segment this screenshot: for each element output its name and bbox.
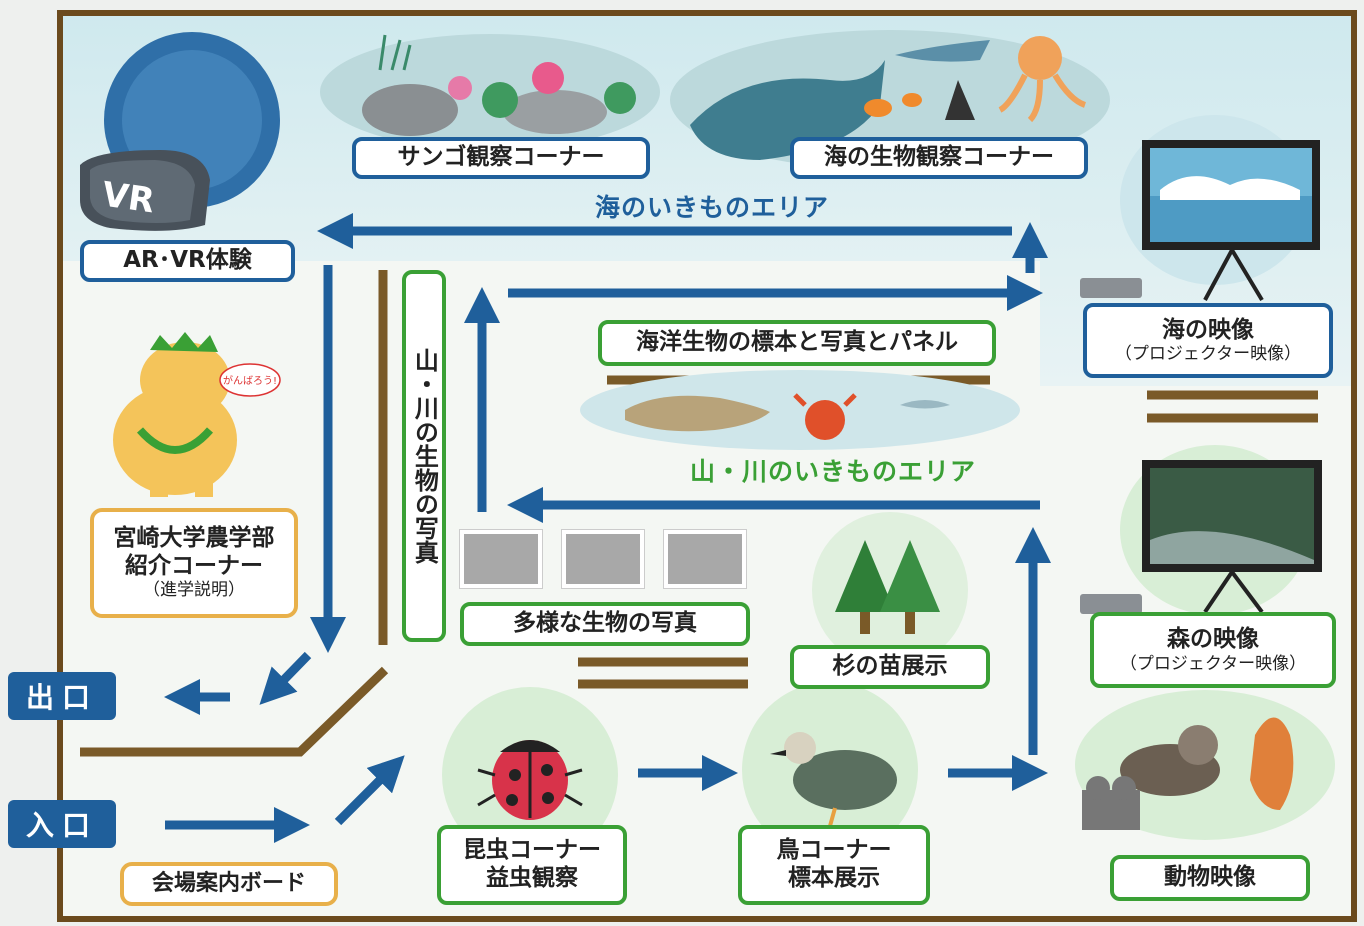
- cedar-illustration: [812, 512, 968, 668]
- octopus: [1018, 36, 1062, 80]
- forest-video-label: 森の映像 （プロジェクター映像）: [1090, 612, 1336, 688]
- mascot-illustration: がんばろう!: [113, 332, 281, 497]
- entrance-tag: 入口: [8, 800, 116, 848]
- ar-vr-label: AR･VR体験: [80, 240, 295, 282]
- specimen-illustration: [580, 370, 1020, 450]
- mountain-photos-label: 山・川の生物の写真: [402, 270, 446, 642]
- ladybug-illustration: [442, 687, 618, 863]
- mountain-river-area-title: 山・川のいきものエリア: [690, 457, 977, 486]
- photo-frame: [562, 530, 644, 588]
- university-label: 宮崎大学農学部 紹介コーナー （進学説明）: [90, 508, 298, 618]
- photo-frame: [664, 530, 746, 588]
- vr-illustration: [80, 32, 280, 231]
- coral-illustration: [320, 34, 660, 150]
- projector-screen-icon: [1080, 115, 1320, 302]
- cedar-label: 杉の苗展示: [790, 645, 990, 689]
- route-arrow: [259, 651, 312, 705]
- sea-creatures-label: 海の生物観察コーナー: [790, 137, 1088, 179]
- bird-illustration: [742, 682, 918, 858]
- photo-frame: [460, 530, 542, 588]
- guide-board-label: 会場案内ボード: [120, 862, 338, 906]
- sea-video-label: 海の映像 （プロジェクター映像）: [1083, 303, 1333, 378]
- insect-label: 昆虫コーナー 益虫観察: [437, 825, 627, 905]
- bird-label: 鳥コーナー 標本展示: [738, 825, 930, 905]
- sea-creatures-illustration: [670, 30, 1110, 170]
- whale-shark: [690, 60, 885, 160]
- exit-tag: 出口: [8, 672, 116, 720]
- animal-video-label: 動物映像: [1110, 855, 1310, 901]
- wall: [80, 666, 389, 757]
- vr-text: VR: [99, 174, 158, 222]
- sea-area-title: 海のいきものエリア: [595, 193, 830, 222]
- route-arrow: [334, 755, 405, 826]
- coral-label: サンゴ観察コーナー: [352, 137, 650, 179]
- projector-screen-icon: [1080, 445, 1322, 615]
- diverse-photos-label: 多様な生物の写真: [460, 602, 750, 646]
- route-arrows: [164, 213, 1051, 843]
- specimens-label: 海洋生物の標本と写真とパネル: [598, 320, 996, 366]
- video-camera-icon: [1082, 790, 1140, 830]
- animals-illustration: [1075, 690, 1335, 840]
- mascot-bubble-text: がんばろう!: [223, 374, 277, 387]
